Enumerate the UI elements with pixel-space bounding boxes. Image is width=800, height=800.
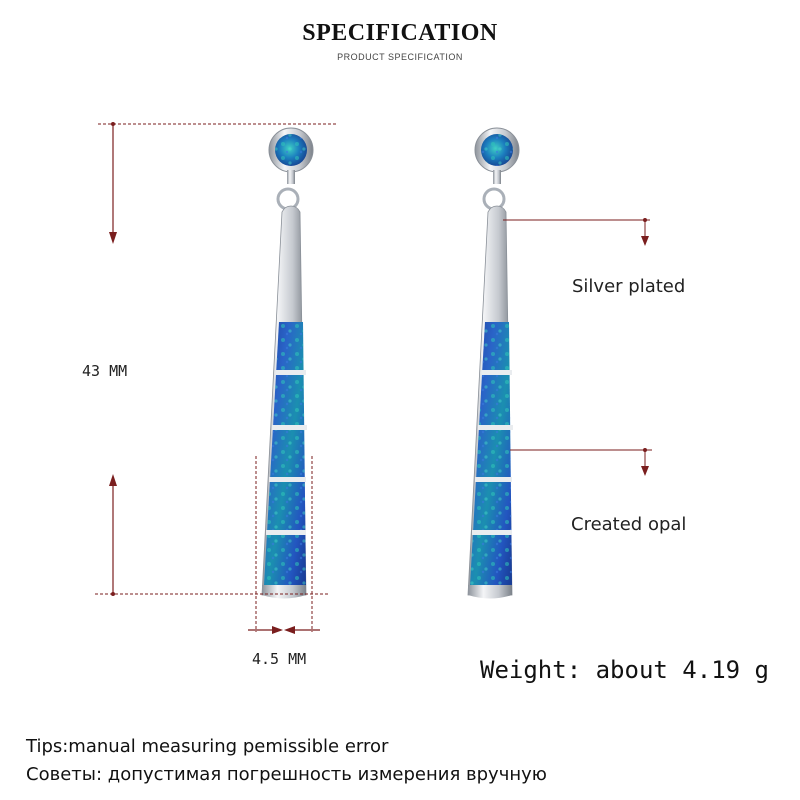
silver-plated-label: Silver plated — [572, 276, 686, 297]
page-subtitle: PRODUCT SPECIFICATION — [337, 52, 463, 62]
width-dimension-line — [248, 456, 320, 634]
length-dimension-line — [95, 122, 338, 596]
length-label: 43 MM — [82, 362, 128, 380]
page-title: SPECIFICATION — [302, 20, 498, 46]
earring-left — [261, 127, 314, 599]
callout-opal-line — [510, 448, 652, 476]
width-label: 4.5 MM — [252, 650, 307, 668]
callout-silver-line — [503, 218, 650, 246]
created-opal-label: Created opal — [571, 514, 687, 535]
tip-english: Tips:manual measuring pemissible error — [26, 736, 389, 757]
tip-russian: Советы: допустимая погрешность измерения… — [26, 764, 547, 785]
earring-right — [467, 127, 520, 599]
weight-label: Weight: about 4.19 g — [480, 656, 769, 684]
